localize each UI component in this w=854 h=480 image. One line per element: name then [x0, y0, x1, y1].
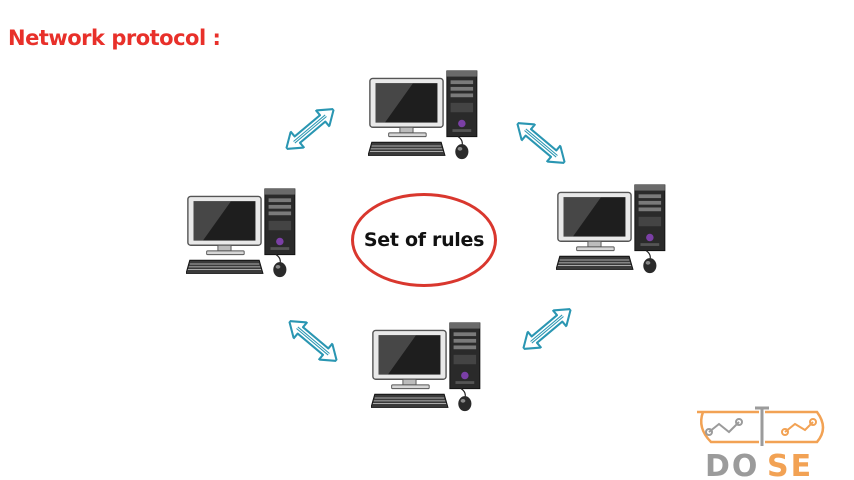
computer-bottom-icon — [371, 320, 493, 416]
computer-left-icon — [186, 186, 308, 282]
center-label: Set of rules — [363, 229, 485, 251]
page-heading: Network protocol : — [8, 26, 221, 50]
computer-top-icon — [368, 68, 490, 164]
dose-logo: DO SE — [697, 406, 825, 480]
rules-ellipse: Set of rules — [351, 193, 497, 287]
arrow-top-right-icon — [510, 115, 572, 172]
arrow-bottom-right-icon — [516, 301, 578, 358]
svg-text:DO: DO — [705, 449, 759, 480]
computer-right-icon — [556, 182, 678, 278]
svg-text:SE: SE — [767, 449, 813, 480]
arrow-top-left-icon — [279, 101, 341, 158]
arrow-bottom-left-icon — [282, 313, 344, 370]
